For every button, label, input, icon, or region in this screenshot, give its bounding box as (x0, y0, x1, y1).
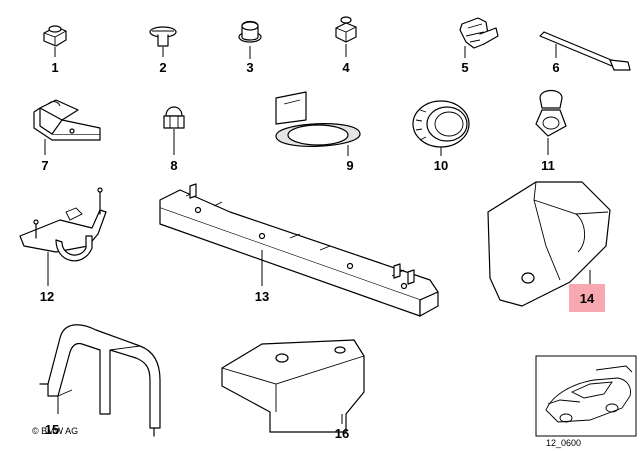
part-14-cover[interactable] (487, 181, 611, 307)
part-10-ring-nut[interactable] (412, 100, 470, 156)
part-3-grommet[interactable] (238, 20, 262, 60)
part-16-housing[interactable] (221, 339, 365, 433)
part-number-11[interactable]: 11 (541, 158, 555, 173)
part-number-16[interactable]: 16 (335, 426, 349, 441)
part-13-rail[interactable] (159, 183, 439, 317)
part-4-hex-nut[interactable] (335, 16, 357, 57)
vehicle-thumbnail[interactable] (535, 355, 637, 437)
part-7-bracket[interactable] (33, 99, 101, 155)
copyright-text: © BMW AG (32, 426, 78, 436)
part-8-cap-nut[interactable] (163, 106, 185, 155)
highlight-box-part-14 (569, 284, 605, 312)
part-number-3[interactable]: 3 (246, 60, 253, 75)
diagram-code: 12_0600 (546, 438, 581, 448)
part-2-rivet[interactable] (149, 26, 177, 57)
part-number-2[interactable]: 2 (159, 60, 166, 75)
part-number-10[interactable]: 10 (434, 158, 448, 173)
part-number-4[interactable]: 4 (342, 60, 350, 75)
part-number-12[interactable]: 12 (40, 289, 54, 304)
part-15-strut[interactable] (39, 324, 161, 437)
part-number-6[interactable]: 6 (552, 60, 559, 75)
part-5-clip[interactable] (459, 17, 499, 58)
part-number-13[interactable]: 13 (255, 289, 269, 304)
part-number-15[interactable]: 15 (45, 422, 59, 437)
part-6-cable-tie[interactable] (539, 31, 631, 71)
part-number-1[interactable]: 1 (51, 60, 58, 75)
part-number-14[interactable]: 14 (580, 291, 595, 306)
part-number-8[interactable]: 8 (170, 158, 177, 173)
part-9-ring-holder[interactable] (275, 91, 361, 156)
part-number-7[interactable]: 7 (41, 158, 48, 173)
part-11-hose-clip[interactable] (535, 89, 567, 156)
part-1-nut[interactable] (43, 25, 67, 57)
part-number-5[interactable]: 5 (461, 60, 468, 75)
part-number-9[interactable]: 9 (346, 158, 353, 173)
part-12-stud-bracket[interactable] (19, 187, 107, 286)
